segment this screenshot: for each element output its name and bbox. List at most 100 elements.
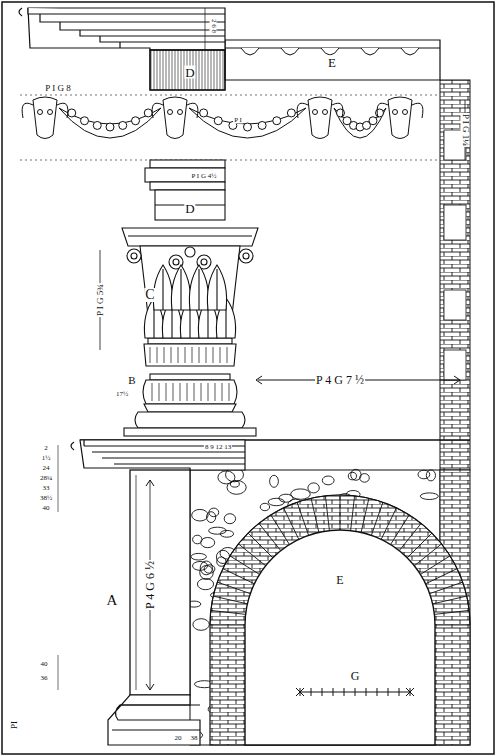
flute: [185, 347, 186, 363]
rubble-stone: [193, 619, 209, 631]
rubble-stone: [260, 503, 269, 510]
garland: [189, 108, 306, 138]
rubble-stone: [426, 470, 435, 481]
dimension-label: 36: [40, 675, 49, 682]
garland-leaf: [258, 121, 266, 129]
rubble-stone: [308, 483, 319, 493]
voussoir-joint: [284, 508, 299, 540]
dimension-label: P I G 1¼: [461, 113, 470, 147]
voussoir-joint: [435, 625, 470, 626]
volute: [173, 259, 179, 265]
flute: [159, 383, 160, 401]
flute: [194, 383, 195, 401]
dimension-label: 2: [43, 445, 49, 452]
part-letter: D: [184, 66, 195, 79]
scale-tick: [311, 688, 312, 696]
rubble-stone: [291, 489, 311, 499]
flute: [192, 347, 193, 363]
eye: [393, 110, 398, 115]
dimension-label: 33: [42, 485, 51, 492]
garland-leaf: [68, 109, 76, 117]
rosette: [401, 48, 419, 55]
flute: [166, 383, 167, 401]
voussoir-joint: [259, 523, 281, 550]
eye: [323, 110, 328, 115]
garland-leaf: [244, 123, 252, 131]
flute: [227, 347, 228, 363]
garland-leaf: [81, 117, 89, 125]
flute: [220, 347, 221, 363]
bucranium: [388, 97, 412, 139]
part-letter: E: [327, 56, 337, 69]
voussoir-joint: [381, 508, 396, 540]
dimension-label: 24: [42, 465, 51, 472]
rubble-stone: [270, 475, 279, 487]
rubble-stone: [209, 527, 227, 534]
dimension-label: P I: [233, 117, 243, 124]
dimension-label: 40: [42, 505, 51, 512]
voussoir-joint: [414, 544, 441, 566]
acanthus-leaf: [153, 265, 172, 310]
part-letter: C: [144, 288, 155, 302]
scale-tick: [366, 688, 367, 696]
dimension-label: 1½: [41, 455, 52, 462]
scale-tick: [344, 688, 345, 696]
garland-leaf: [93, 121, 101, 129]
volute: [201, 259, 207, 265]
dimension-label: 20: [174, 735, 183, 742]
rubble-stone: [207, 512, 216, 523]
scale-tick: [355, 688, 356, 696]
rosette: [321, 48, 339, 55]
voussoir-joint: [361, 498, 369, 532]
part-letter: E: [335, 574, 344, 586]
eye: [313, 110, 318, 115]
eye: [178, 110, 183, 115]
rubble-stone: [351, 469, 361, 480]
voussoir-joint: [430, 582, 463, 594]
dimension-label: P 4 G 7 ½: [315, 374, 365, 386]
flute: [180, 383, 181, 401]
dimension-label: 17½: [115, 391, 129, 398]
flute: [173, 383, 174, 401]
rubble-stone: [197, 579, 213, 590]
scale-tick: [388, 688, 389, 696]
rubble-stone: [279, 494, 293, 502]
rosette: [241, 48, 259, 55]
voussoir-joint: [434, 610, 469, 614]
flute: [201, 383, 202, 401]
eye: [38, 110, 43, 115]
bucranium: [308, 97, 332, 139]
voussoir-joint: [217, 582, 250, 594]
volute: [239, 249, 253, 263]
dimension-label: 38: [190, 735, 199, 742]
voussoir-joint: [297, 502, 309, 535]
garland: [334, 108, 386, 138]
eye: [168, 110, 173, 115]
dimension-label: 28¼: [39, 475, 53, 482]
rubble-stone: [191, 553, 206, 560]
voussoir-joint: [213, 596, 247, 604]
flute: [150, 347, 151, 363]
voussoir-joint: [371, 502, 383, 535]
rosette: [361, 48, 379, 55]
flute: [206, 347, 207, 363]
flute: [171, 347, 172, 363]
garland-leaf: [200, 109, 208, 117]
dimension-label: P I G 4½: [190, 173, 217, 180]
part-letter: A: [106, 593, 119, 608]
rubble-stone: [322, 476, 334, 485]
garland: [59, 108, 161, 138]
flute: [199, 347, 200, 363]
rubble-stone: [420, 493, 438, 500]
flute: [178, 347, 179, 363]
acanthus-leaf: [171, 265, 190, 310]
scale-tick: [399, 688, 400, 696]
scale-star: [296, 688, 414, 696]
bucranium: [33, 97, 57, 139]
voussoir-joint: [223, 569, 255, 584]
acanthus-leaf: [189, 265, 208, 310]
volute: [127, 249, 141, 263]
garland-leaf: [106, 123, 114, 131]
dimension-label: 8 9 12 13: [204, 444, 232, 451]
